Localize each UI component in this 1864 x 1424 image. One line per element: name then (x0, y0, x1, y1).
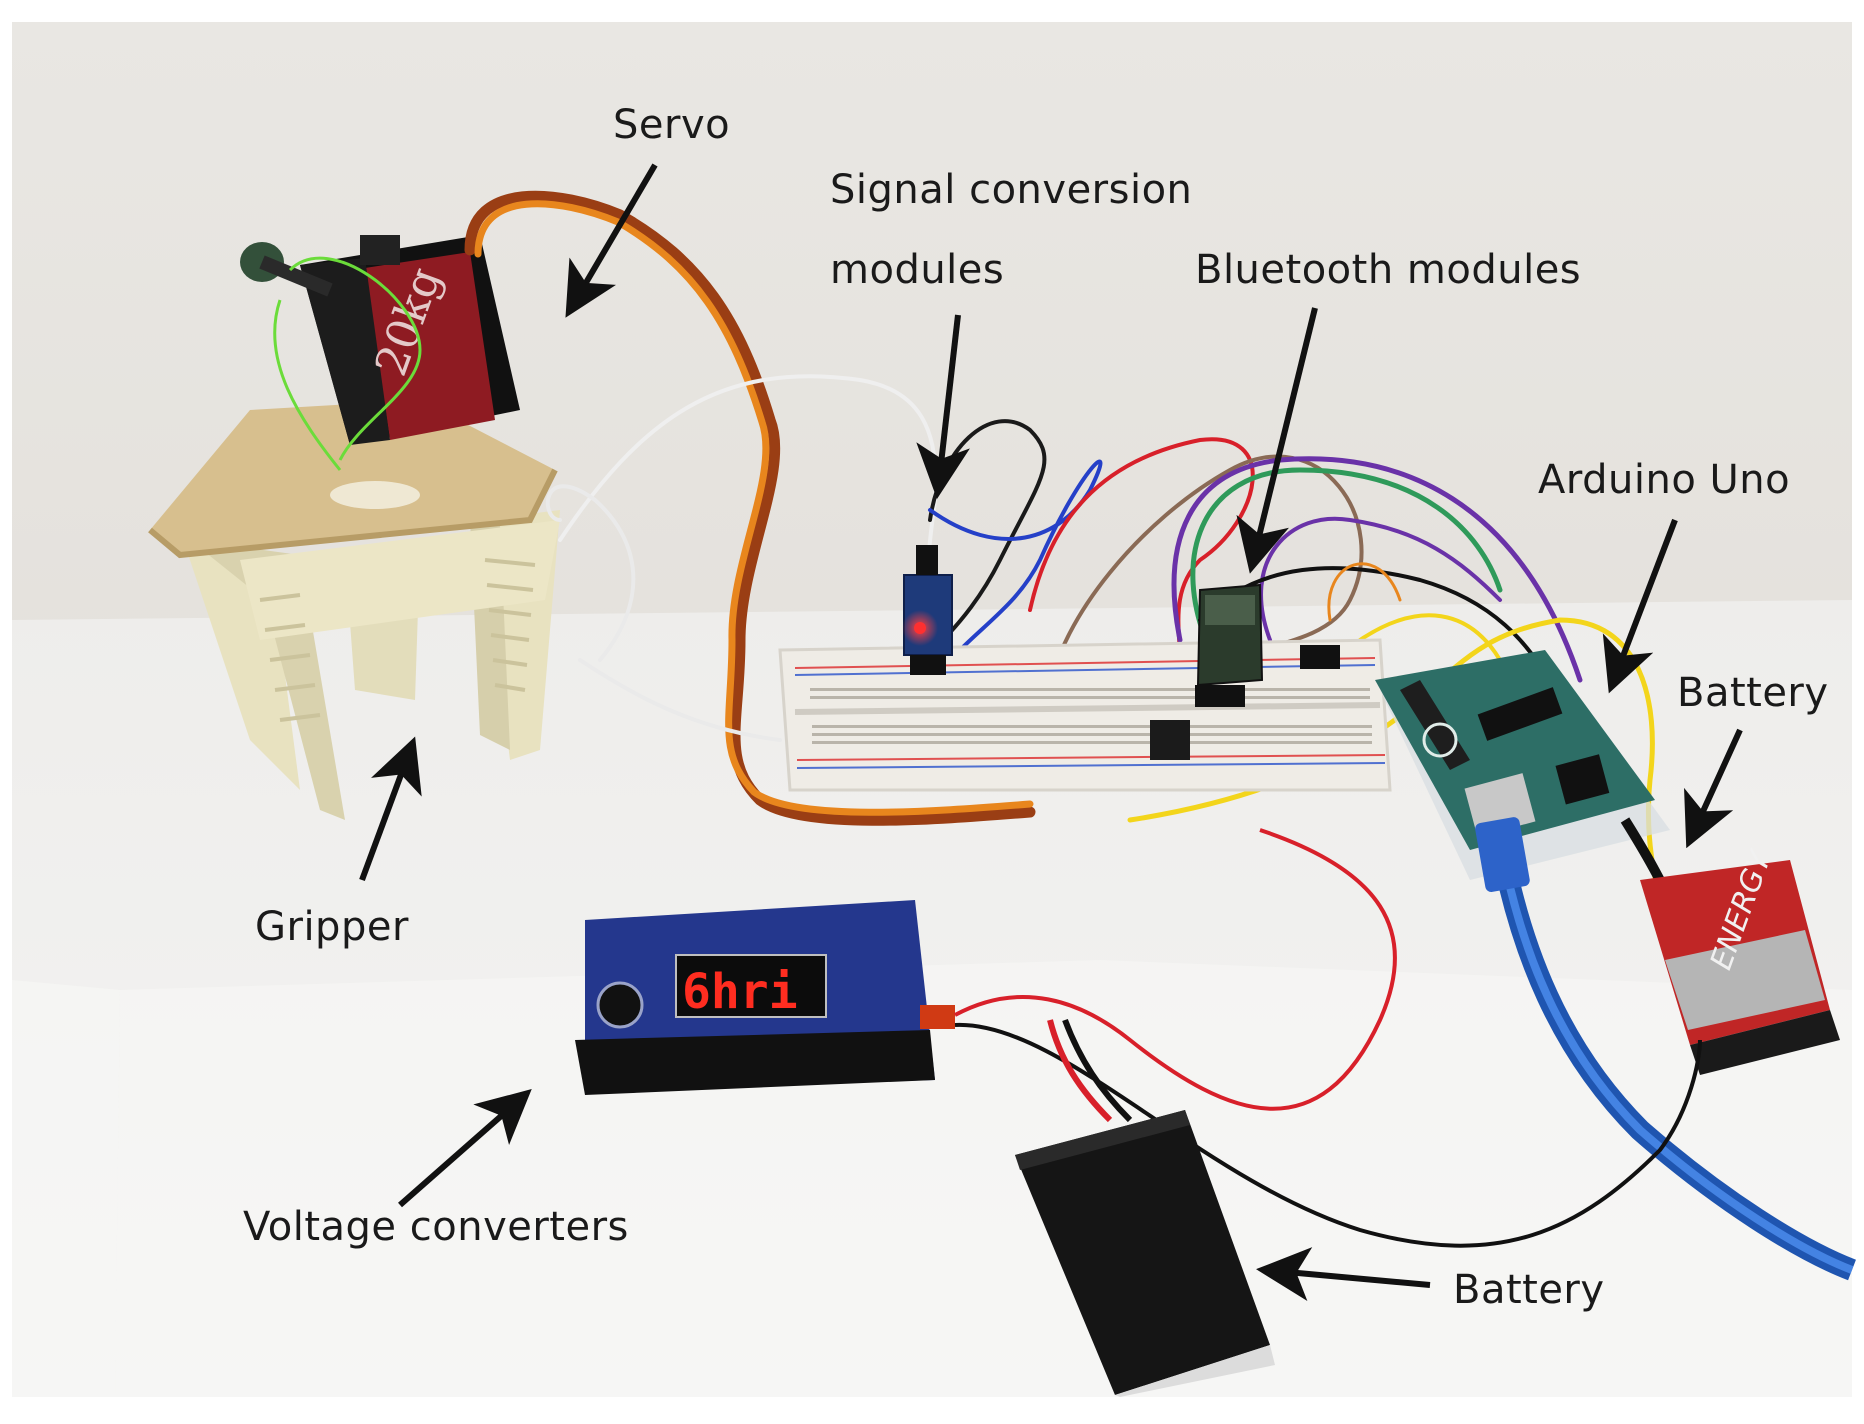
arrow-arduino (1602, 518, 1678, 694)
bluetooth-module (1195, 583, 1340, 707)
battery-9v: ENERGY (1640, 844, 1840, 1075)
label-battery-lipo: Battery (1453, 1267, 1605, 1313)
servo: 20kg (240, 235, 520, 471)
label-gripper: Gripper (255, 904, 409, 950)
arrow-signal-module (916, 314, 970, 499)
arrow-voltage-converter (398, 1089, 532, 1208)
arrow-battery-lipo (1256, 1247, 1431, 1301)
label-voltage-converters: Voltage converters (243, 1204, 629, 1250)
signal-conversion-module (902, 545, 953, 675)
label-servo: Servo (613, 102, 731, 148)
battery-leads (954, 828, 1702, 1248)
arrow-bluetooth (1236, 307, 1318, 574)
breadboard (778, 638, 1392, 792)
voltage-converter: 6hri (575, 900, 955, 1095)
arrow-servo (565, 163, 658, 318)
voltage-display-value: 6hri (682, 964, 798, 1020)
label-signal-conversion-line2: modules (830, 247, 1005, 293)
arduino-uno (1375, 650, 1670, 880)
label-bluetooth-modules: Bluetooth modules (1195, 247, 1582, 293)
label-battery-9v: Battery (1677, 670, 1829, 716)
arrow-gripper (359, 736, 422, 882)
battery-lipo (1015, 1110, 1275, 1397)
gripper (148, 400, 560, 820)
breadboard-jumper-block (1150, 720, 1190, 760)
arrow-battery-9v (1684, 728, 1743, 849)
usb-plug (1475, 817, 1530, 892)
label-arduino-uno: Arduino Uno (1538, 457, 1791, 503)
annotation-arrows (359, 163, 1743, 1301)
label-signal-conversion-line1: Signal conversion (830, 167, 1193, 213)
